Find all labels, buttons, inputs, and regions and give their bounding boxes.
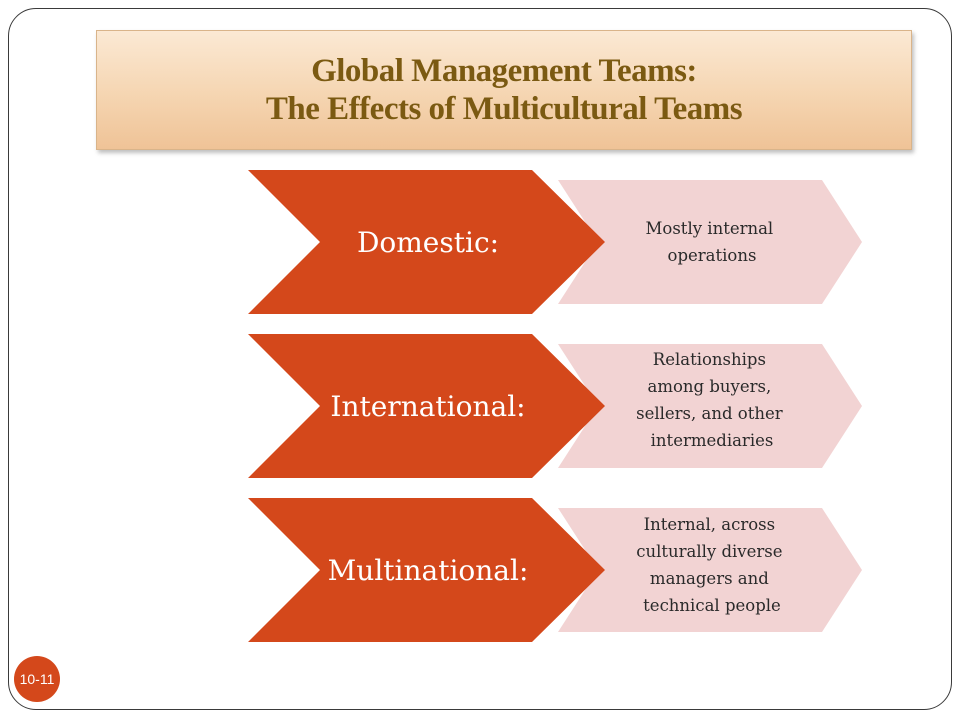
- slide-frame: [8, 8, 952, 710]
- row-label-international: International:: [330, 390, 525, 423]
- primary-chevron-domestic: [248, 170, 605, 314]
- title-line-1: Global Management Teams:: [311, 53, 697, 89]
- page-number: 10-11: [19, 671, 55, 687]
- secondary-chevron-multinational: [558, 508, 862, 632]
- secondary-chevron-international: [558, 344, 862, 468]
- row-label-multinational: Multinational:: [328, 554, 529, 587]
- row-description-multinational: Internal, across culturally diverse mana…: [636, 515, 788, 615]
- secondary-chevron-domestic: [558, 180, 862, 304]
- row-description-domestic: Mostly internal operations: [646, 219, 779, 265]
- title-line-2: The Effects of Multicultural Teams: [265, 91, 743, 127]
- primary-chevron-international: [248, 334, 605, 478]
- row-label-domestic: Domestic:: [357, 226, 499, 259]
- primary-chevron-multinational: [248, 498, 605, 642]
- title-banner: Global Management Teams: The Effects of …: [96, 30, 912, 150]
- page-number-badge: 10-11: [14, 656, 60, 702]
- row-description-international: Relationships among buyers, sellers, and…: [636, 350, 788, 450]
